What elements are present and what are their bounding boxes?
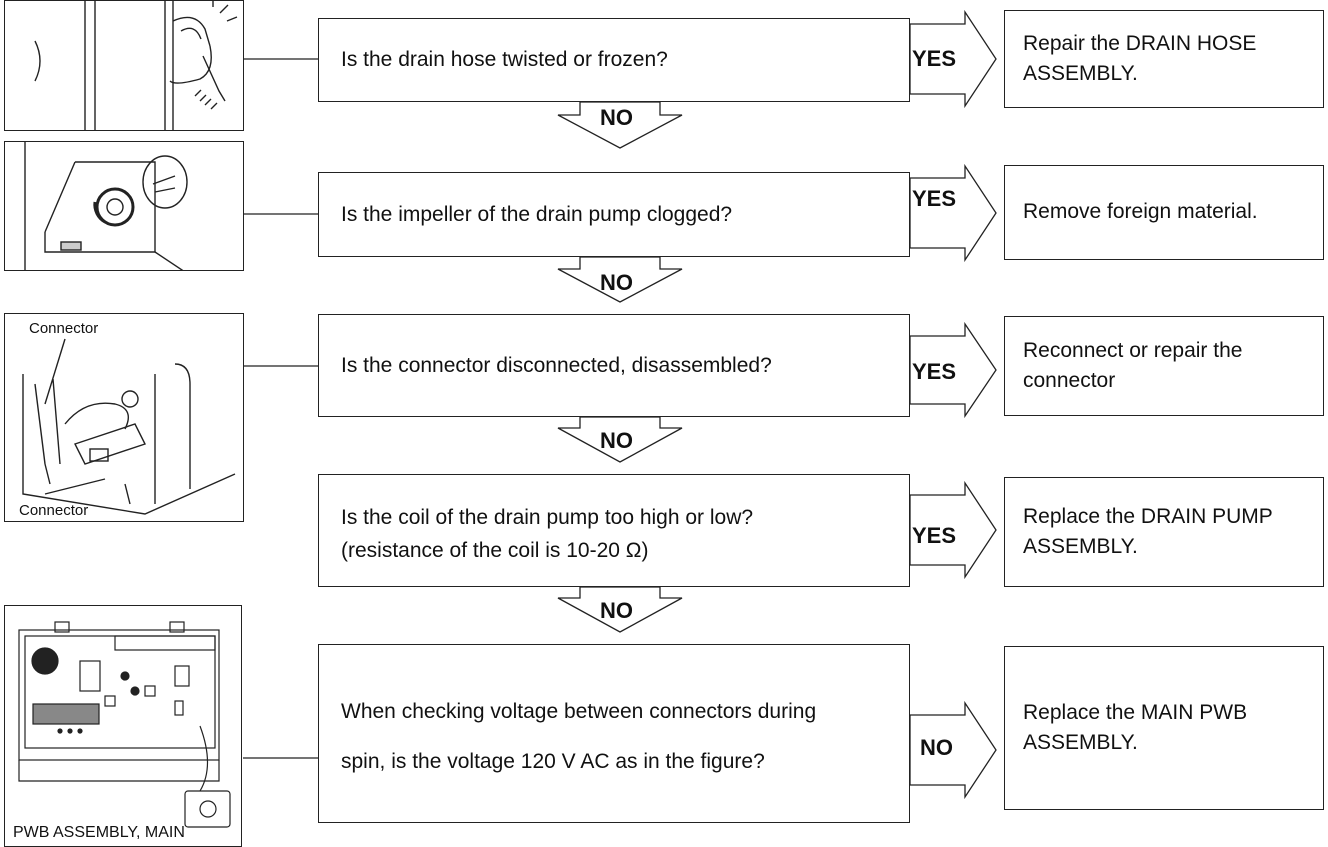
question-box-5: When checking voltage between connectors… [318, 644, 910, 823]
down-arrow-2 [557, 256, 683, 303]
connector-top-label: Connector [29, 320, 99, 337]
question-text-5b: spin, is the voltage 120 V AC as in the … [341, 750, 765, 774]
yes-label-3: YES [912, 359, 957, 384]
no-label-2: NO [600, 270, 633, 295]
result-box-1: Repair the DRAIN HOSE ASSEMBLY. [1004, 10, 1324, 108]
result-text-5: Replace the MAIN PWB ASSEMBLY. [1023, 700, 1248, 754]
yes-arrow-4 [909, 480, 997, 580]
no-arrow-5 [909, 700, 997, 800]
result-text-3: Reconnect or repair the connector [1023, 338, 1243, 392]
question-box-4: Is the coil of the drain pump too high o… [318, 474, 910, 587]
connector-illustration: Connector Connector [4, 313, 244, 522]
question-box-2: Is the impeller of the drain pump clogge… [318, 172, 910, 257]
result-box-2: Remove foreign material. [1004, 165, 1324, 260]
question-text-1: Is the drain hose twisted or frozen? [341, 48, 668, 72]
yes-label-1: YES [912, 46, 957, 71]
drain-hose-illustration [4, 0, 244, 131]
yes-label-4: YES [912, 523, 957, 548]
result-text-1: Repair the DRAIN HOSE ASSEMBLY. [1023, 31, 1257, 85]
no-label-4: NO [600, 598, 633, 623]
yes-arrow-3 [909, 321, 997, 419]
connector-bottom-label: Connector [19, 502, 89, 519]
question-box-3: Is the connector disconnected, disassemb… [318, 314, 910, 417]
no-label-3: NO [600, 428, 633, 453]
question-box-1: Is the drain hose twisted or frozen? [318, 18, 910, 102]
result-text-2: Remove foreign material. [1023, 200, 1258, 224]
down-arrow-1 [557, 101, 683, 149]
question-text-2: Is the impeller of the drain pump clogge… [341, 202, 733, 226]
result-box-5: Replace the MAIN PWB ASSEMBLY. [1004, 646, 1324, 810]
question-text-3: Is the connector disconnected, disassemb… [341, 353, 772, 377]
question-text-4a: Is the coil of the drain pump too high o… [341, 506, 754, 529]
yes-arrow-1 [909, 9, 997, 109]
no-label-1: NO [600, 105, 633, 130]
drain-pump-illustration [4, 141, 244, 271]
result-box-3: Reconnect or repair the connector [1004, 316, 1324, 416]
result-text-4: Replace the DRAIN PUMP ASSEMBLY. [1023, 504, 1273, 558]
question-text-4b: (resistance of the coil is 10-20 Ω) [341, 538, 649, 562]
question-text-5a: When checking voltage between connectors… [341, 700, 817, 723]
result-box-4: Replace the DRAIN PUMP ASSEMBLY. [1004, 477, 1324, 587]
down-arrow-4 [557, 586, 683, 633]
pwb-caption: PWB ASSEMBLY, MAIN [13, 824, 185, 841]
yes-arrow-2 [909, 163, 997, 263]
no-label-5: NO [920, 735, 953, 760]
yes-label-2: YES [912, 186, 957, 211]
pwb-assembly-illustration: PWB ASSEMBLY, MAIN [4, 605, 242, 847]
down-arrow-3 [557, 416, 683, 463]
